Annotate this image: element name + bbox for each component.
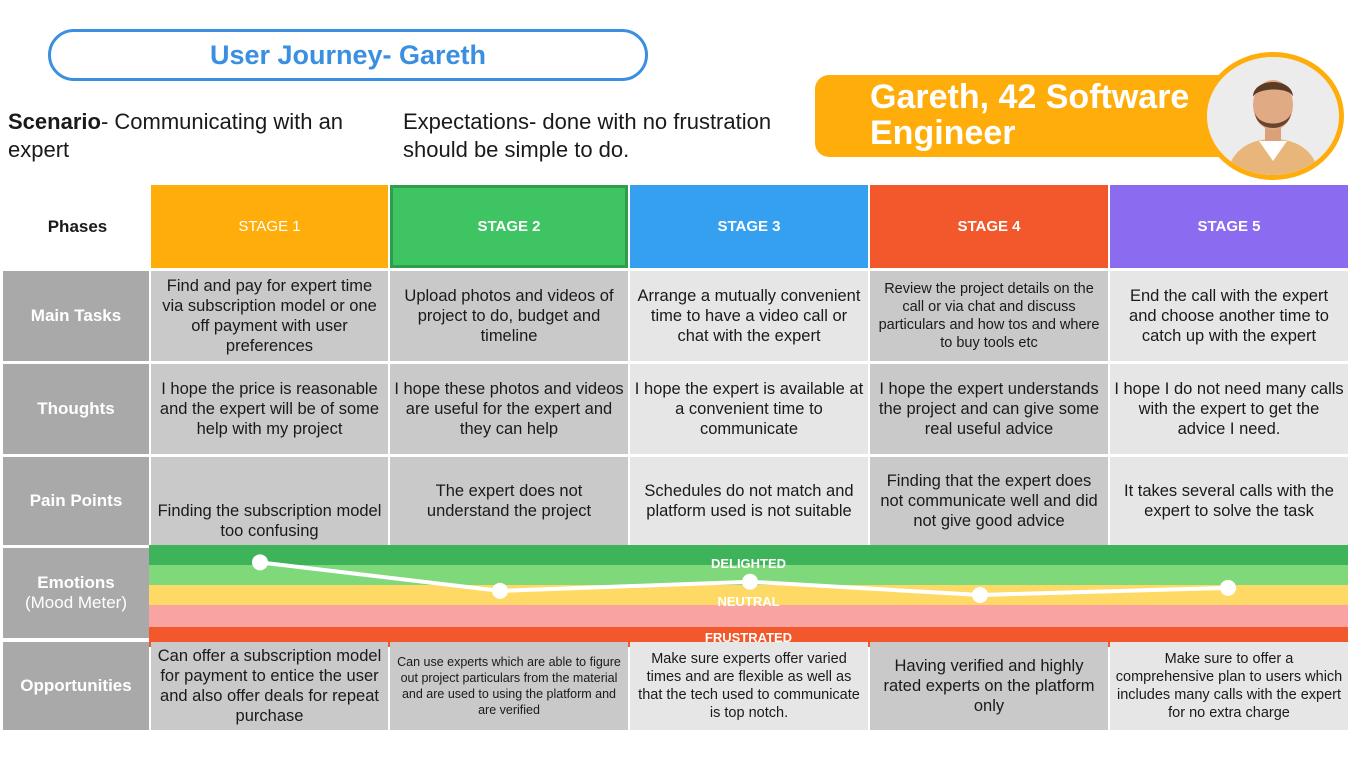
emotions-label: Emotions [37, 573, 115, 592]
row-label-pain-points: Pain Points [3, 457, 149, 545]
scenario: Scenario- Communicating with an expert [8, 108, 393, 164]
thought-stage-1: I hope the price is reasonable and the e… [151, 364, 388, 454]
page-title: User Journey- Gareth [48, 29, 648, 81]
emotions-sublabel: (Mood Meter) [24, 593, 128, 612]
row-label-opportunities: Opportunities [3, 642, 149, 730]
row-label-main-tasks: Main Tasks [3, 271, 149, 361]
mood-point-stage-4 [972, 586, 988, 603]
pain-point-stage-4: Finding that the expert does not communi… [870, 457, 1108, 545]
thought-stage-4: I hope the expert understands the projec… [870, 364, 1108, 454]
mood-point-stage-2 [492, 582, 508, 599]
mood-band-neutral [149, 585, 1348, 605]
mood-band-delighted-dark [149, 545, 1348, 565]
opportunity-stage-4: Having verified and highly rated experts… [870, 642, 1108, 730]
mood-label-neutral: NEUTRAL [717, 594, 780, 609]
opportunity-stage-2: Can use experts which are able to figure… [390, 642, 628, 730]
mood-point-stage-3 [742, 573, 758, 590]
main-task-stage-3: Arrange a mutually convenient time to ha… [630, 271, 868, 361]
mood-label-frustrated: FRUSTRATED [704, 630, 793, 645]
mood-point-stage-5 [1220, 579, 1236, 596]
thought-stage-3: I hope the expert is available at a conv… [630, 364, 868, 454]
stage-4-header: STAGE 4 [870, 185, 1108, 268]
row-label-thoughts: Thoughts [3, 364, 149, 454]
mood-label-delighted: DELIGHTED [710, 556, 787, 571]
main-task-stage-4: Review the project details on the call o… [870, 271, 1108, 361]
phases-label: Phases [47, 216, 108, 236]
scenario-text: - Communicating with an expert [8, 109, 344, 162]
pain-point-stage-3: Schedules do not match and platform used… [630, 457, 868, 545]
mood-point-stage-1 [252, 554, 268, 571]
stage-1-header: STAGE 1 [151, 185, 388, 268]
main-task-stage-5: End the call with the expert and choose … [1110, 271, 1348, 361]
thought-stage-2: I hope these photos and videos are usefu… [390, 364, 628, 454]
persona-banner: Gareth, 42 Software Engineer [815, 75, 1235, 157]
pain-point-stage-2: The expert does not understand the proje… [390, 457, 628, 545]
persona-name: Gareth, 42 Software Engineer [870, 78, 1190, 152]
pain-point-stage-5: It takes several calls with the expert t… [1110, 457, 1348, 545]
expectations: Expectations- done with no frustration s… [403, 109, 772, 162]
main-task-stage-2: Upload photos and videos of project to d… [390, 271, 628, 361]
person-photo-icon [1207, 57, 1339, 175]
stage-5-header: STAGE 5 [1110, 185, 1348, 268]
opportunity-stage-1: Can offer a subscription model for payme… [151, 642, 388, 730]
persona-avatar [1202, 52, 1344, 180]
scenario-label: Scenario [8, 109, 101, 134]
mood-band-frustrated-light [149, 605, 1348, 627]
opportunity-stage-5: Make sure to offer a comprehensive plan … [1110, 642, 1348, 730]
stage-3-header: STAGE 3 [630, 185, 868, 268]
main-task-stage-1: Find and pay for expert time via subscri… [151, 271, 388, 361]
opportunity-stage-3: Make sure experts offer varied times and… [630, 642, 868, 730]
row-label-emotions: Emotions (Mood Meter) [3, 548, 149, 638]
pain-point-stage-1: Finding the subscription model too confu… [151, 457, 388, 545]
stage-2-header: STAGE 2 [390, 185, 628, 268]
thought-stage-5: I hope I do not need many calls with the… [1110, 364, 1348, 454]
